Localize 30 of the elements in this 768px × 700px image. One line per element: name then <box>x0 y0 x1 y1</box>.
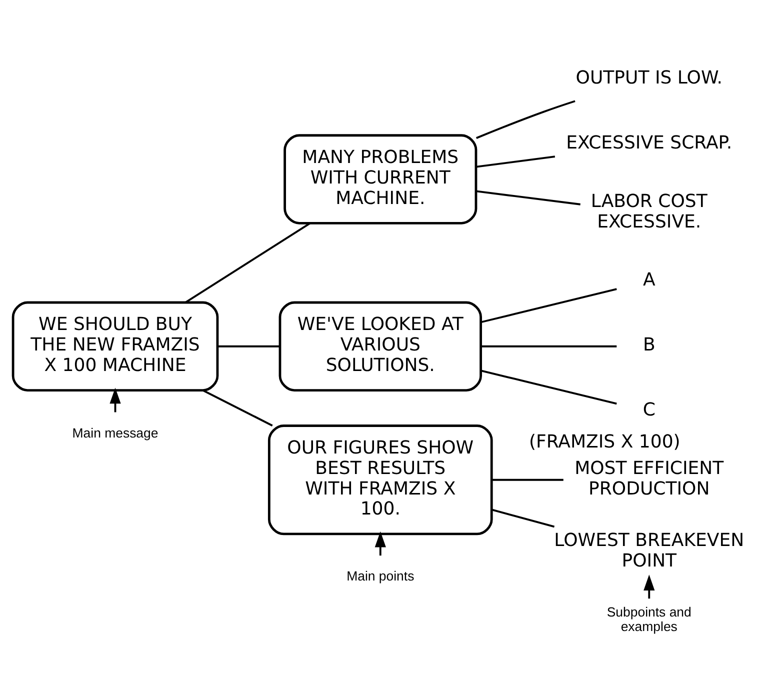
connector <box>218 345 280 348</box>
connector <box>184 222 311 304</box>
node-box: MANY PROBLEMS WITH CURRENT MACHINE. <box>284 134 478 224</box>
connector <box>476 100 576 139</box>
arrow <box>644 574 655 599</box>
node-text: MOST EFFICIENT PRODUCTION <box>574 458 724 500</box>
arrow <box>110 388 121 412</box>
node-text: LABOR COST EXCESSIVE. <box>590 190 708 232</box>
node-text: A <box>642 270 656 291</box>
connector <box>481 345 617 348</box>
node-text: EXCESSIVE SCRAP. <box>566 132 732 154</box>
connector <box>480 370 617 405</box>
node-label: (FRAMZIS X 100) <box>528 431 680 452</box>
node-box: OUR FIGURES SHOW BEST RESULTS WITH FRAMZIS X 100. <box>268 424 493 536</box>
connector <box>492 508 555 528</box>
node-text: LOWEST BREAKEVEN POINT <box>554 530 744 572</box>
node-text: B <box>642 334 656 356</box>
node-text: Subpoints and examples <box>606 604 692 634</box>
connector <box>476 190 580 206</box>
node-box: WE SHOULD BUY THE NEW FRAMZIS X 100 MACHINE <box>12 301 219 392</box>
connector <box>492 478 564 481</box>
node-text: C <box>642 400 656 421</box>
connector <box>476 156 556 168</box>
connector <box>480 288 617 324</box>
arrow <box>374 531 386 556</box>
connector <box>202 390 273 426</box>
node-text: OUTPUT IS LOW. <box>576 68 722 89</box>
node-box: WE'VE LOOKED AT VARIOUS SOLUTIONS. <box>278 301 482 392</box>
node-text: Main points <box>346 568 414 584</box>
node-text: Main message <box>72 426 158 441</box>
